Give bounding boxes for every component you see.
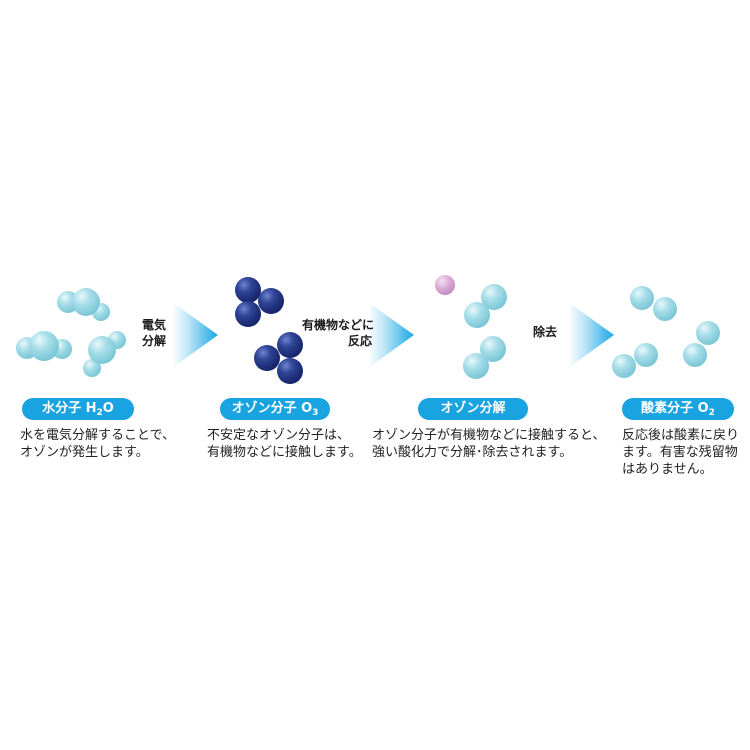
arrow-label-line: 電気 xyxy=(142,318,167,332)
ozone-atom xyxy=(235,277,261,303)
oxygen-atom xyxy=(464,302,490,328)
step-desc-oxygen: 反応後は酸素に戻り ます。有害な残留物 はありません。 xyxy=(622,427,739,478)
ozone-atom xyxy=(277,332,303,358)
ozone-atom xyxy=(235,301,261,327)
desc-line: 不安定なオゾン分子は、 xyxy=(207,428,351,443)
desc-line: はありません。 xyxy=(622,462,713,477)
oxygen-atom xyxy=(481,284,507,310)
oxygen-atom xyxy=(653,297,677,321)
oxygen-atom xyxy=(463,353,489,379)
arrow-label-line: 有機物などに xyxy=(302,318,375,332)
arrow-label-line: 除去 xyxy=(533,325,558,339)
step-label-oxygen: 酸素分子 O2 xyxy=(622,398,734,420)
ozone-molecules xyxy=(235,277,303,384)
oxygen-atom xyxy=(630,286,654,310)
step-desc-ozone: 不安定なオゾン分子は、 有機物などに接触します。 xyxy=(207,427,362,461)
decomposition-molecules xyxy=(435,275,507,379)
water-atom xyxy=(72,288,100,316)
arrow-label-electrolysis: 電気 分解 xyxy=(142,317,166,349)
water-atom xyxy=(83,359,101,377)
water-atom xyxy=(29,331,59,361)
desc-line: 強い酸化力で分解･除去されます。 xyxy=(372,445,573,460)
oxygen-atom xyxy=(696,321,720,345)
step-label-ozone: オゾン分子 O3 xyxy=(220,398,330,420)
arrow-label-react: 有機物などに 反応 xyxy=(302,317,375,349)
desc-line: ます。有害な残留物 xyxy=(622,445,738,460)
arrow-label-line: 反応 xyxy=(347,334,372,348)
arrow-label-remove: 除去 xyxy=(533,324,557,340)
oxygen-atom-pink xyxy=(435,275,455,295)
desc-line: 反応後は酸素に戻り xyxy=(622,428,740,443)
ozone-atom xyxy=(277,358,303,384)
oxygen-atom xyxy=(683,343,707,367)
desc-line: オゾンが発生します。 xyxy=(20,445,149,460)
oxygen-atom xyxy=(480,336,506,362)
ozone-atom xyxy=(254,345,280,371)
arrow-3 xyxy=(568,302,614,368)
water-molecules xyxy=(16,288,126,377)
desc-line: オゾン分子が有機物などに接触すると、 xyxy=(372,428,606,443)
desc-line: 水を電気分解することで、 xyxy=(20,428,176,443)
oxygen-molecules xyxy=(612,286,720,378)
oxygen-atom xyxy=(612,354,636,378)
ozone-atom xyxy=(258,288,284,314)
desc-line: 有機物などに接触します。 xyxy=(207,445,362,460)
arrow-1 xyxy=(172,302,218,368)
arrow-label-line: 分解 xyxy=(142,334,167,348)
oxygen-atom xyxy=(634,343,658,367)
step-desc-decomposition: オゾン分子が有機物などに接触すると、 強い酸化力で分解･除去されます。 xyxy=(372,427,605,461)
step-label-water: 水分子 H2O xyxy=(22,398,134,420)
arrow-2 xyxy=(368,302,414,368)
step-label-decomposition: オゾン分解 xyxy=(418,398,528,420)
step-desc-water: 水を電気分解することで、 オゾンが発生します。 xyxy=(20,427,175,461)
water-atom xyxy=(88,336,116,364)
